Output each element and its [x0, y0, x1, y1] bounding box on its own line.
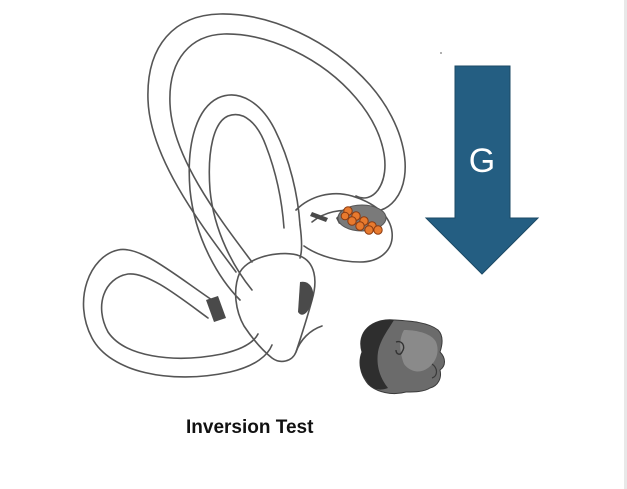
- otoconia-crystal: [364, 225, 374, 235]
- superior-canal-outer: [147, 13, 406, 273]
- superior-canal-inner: [169, 33, 386, 263]
- speck: [440, 52, 442, 54]
- diagram-caption: Inversion Test: [186, 417, 314, 438]
- cupula-marker: [310, 212, 328, 222]
- duct-lower: [295, 325, 323, 353]
- inverted-head-icon: [359, 319, 445, 395]
- crista-left: [206, 296, 226, 322]
- otoconia-crystal: [355, 221, 365, 231]
- crista-lower: [298, 281, 314, 315]
- nose-detail: [431, 363, 438, 379]
- semicircular-canals-icon: [82, 13, 406, 378]
- ear-detail: [395, 340, 405, 355]
- lateral-canal-outer: [82, 248, 273, 378]
- otoconia-crystals: [340, 206, 383, 235]
- frame-edge: [624, 0, 627, 489]
- lateral-canal-inner: [100, 273, 259, 359]
- otoconia-crystal: [347, 216, 357, 226]
- ampulla-outline: [295, 192, 393, 263]
- posterior-canal-outer: [188, 94, 301, 301]
- gravity-arrow: G: [424, 65, 540, 275]
- hair: [359, 319, 394, 390]
- posterior-canal-inner: [208, 113, 285, 291]
- otoconia-cluster: [337, 204, 387, 235]
- face-highlight: [400, 330, 438, 372]
- gravity-label: G: [469, 142, 495, 180]
- common-crus: [299, 224, 303, 259]
- gravity-arrow-shape: [424, 65, 540, 275]
- otoconia-crystal: [373, 225, 383, 235]
- otoconia-crystal: [340, 211, 350, 221]
